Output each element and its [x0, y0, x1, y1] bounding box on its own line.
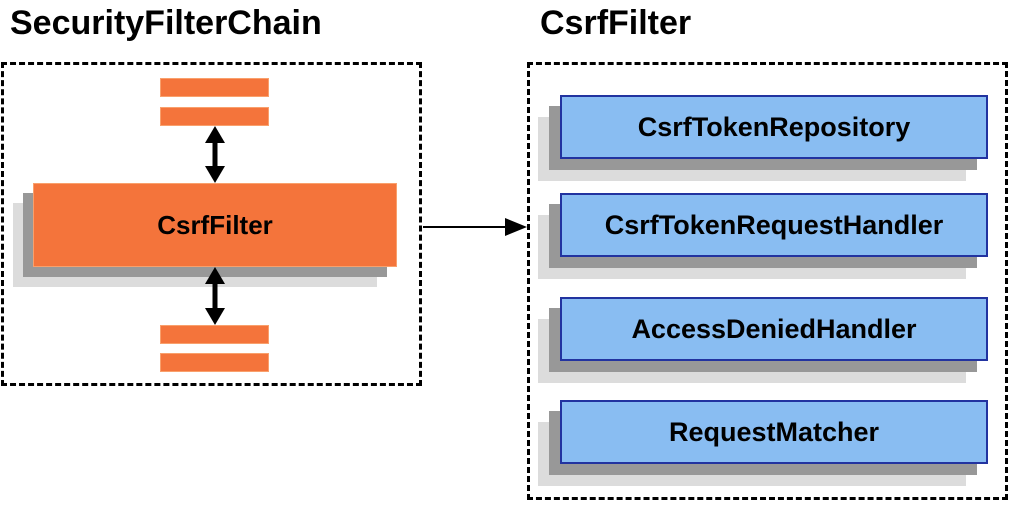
- filter-placeholder-bar: [160, 325, 269, 344]
- bidirectional-arrow-icon: [205, 267, 225, 325]
- component-box-access-denied-handler: AccessDeniedHandler: [560, 297, 988, 361]
- arrow-right-icon: [423, 218, 527, 236]
- csrf-filter-container: [527, 62, 1008, 500]
- filter-placeholder-bar: [160, 107, 269, 126]
- csrf-filter-box: CsrfFilter: [33, 183, 397, 267]
- csrf-filter-box-label: CsrfFilter: [157, 209, 273, 240]
- component-box-csrf-token-repository: CsrfTokenRepository: [560, 95, 988, 159]
- component-label: CsrfTokenRequestHandler: [604, 209, 944, 240]
- security-filter-chain-title: SecurityFilterChain: [10, 4, 322, 42]
- component-label: CsrfTokenRepository: [637, 111, 911, 142]
- filter-placeholder-bar: [160, 353, 269, 372]
- component-label: AccessDeniedHandler: [631, 313, 917, 344]
- filter-placeholder-bar: [160, 78, 269, 97]
- security-filter-chain-container: [1, 62, 422, 386]
- csrf-filter-title: CsrfFilter: [540, 4, 692, 42]
- component-box-request-matcher: RequestMatcher: [560, 400, 988, 464]
- component-box-csrf-token-request-handler: CsrfTokenRequestHandler: [560, 193, 988, 257]
- component-label: RequestMatcher: [668, 416, 880, 447]
- bidirectional-arrow-icon: [205, 126, 225, 183]
